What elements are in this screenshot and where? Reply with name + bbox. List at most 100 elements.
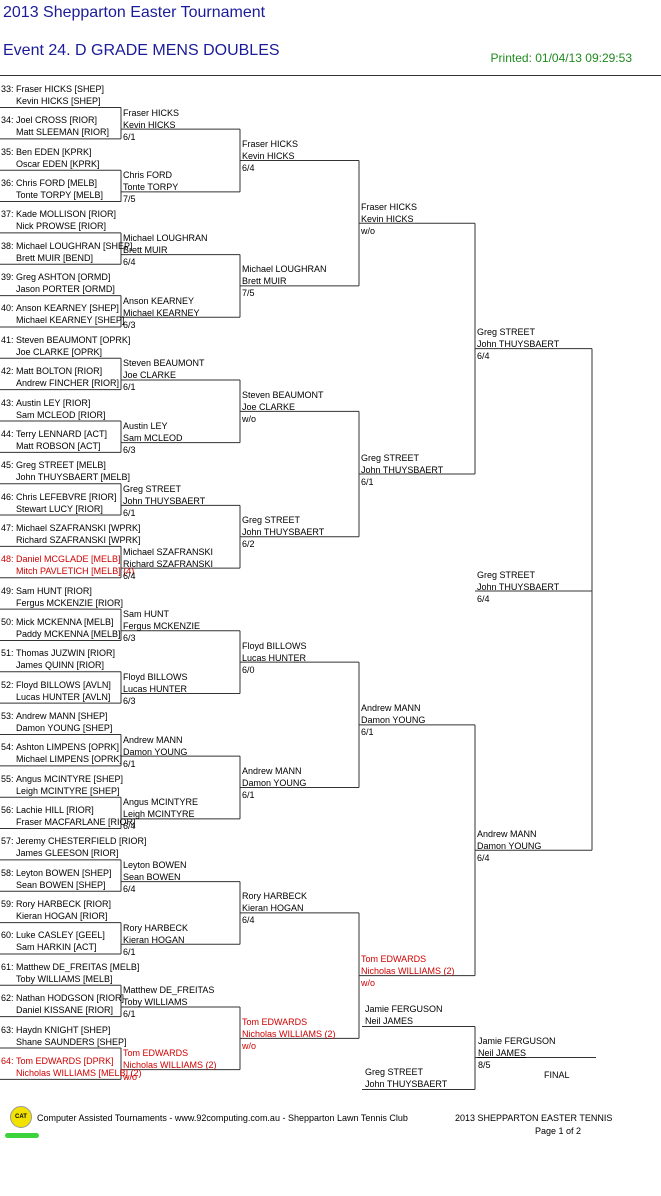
draw-position-number: 40: (1, 303, 14, 314)
player-name: Rory HARBECK [RIOR] (16, 899, 112, 910)
player-name: Andrew MANN (361, 703, 421, 714)
player-name: Michael KEARNEY [SHEP] (16, 315, 125, 326)
player-name: Nick PROWSE [RIOR] (16, 221, 107, 232)
player-name: Oscar EDEN [KPRK] (16, 158, 100, 169)
player-name: Greg STREET (365, 1067, 424, 1077)
match-score: 6/4 (123, 884, 136, 895)
player-name: Tonte TORPY (123, 182, 179, 193)
player-name: Steven BEAUMONT (123, 358, 205, 369)
match-score: 6/4 (477, 852, 490, 863)
footer-tournament: 2013 SHEPPARTON EASTER TENNIS (455, 1113, 613, 1123)
draw-position-number: 53: (1, 711, 14, 721)
draw-position-number: 56: (1, 805, 14, 816)
player-name: Daniel KISSANE [RIOR] (16, 1005, 114, 1016)
player-name: Anson KEARNEY [SHEP] (16, 303, 119, 314)
draw-position-number: 51: (1, 648, 14, 659)
player-name: Mitch PAVLETICH [MELB] (4) (16, 566, 135, 577)
draw-position-number: 43: (1, 397, 14, 408)
player-name: Floyd BILLOWS (242, 640, 307, 651)
tournament-title: 2013 Shepparton Easter Tournament (3, 4, 266, 21)
player-name: Kieran HOGAN [RIOR] (16, 911, 108, 922)
player-name: Andrew FINCHER [RIOR] (16, 378, 120, 389)
player-name: Nicholas WILLIAMS (2) (361, 966, 455, 977)
match-score: 7/5 (242, 288, 255, 299)
player-name: Brett MUIR (123, 245, 168, 256)
player-name: Michael LOUGHRAN [SHEP] (16, 240, 133, 251)
draw-position-number: 34: (1, 115, 14, 126)
player-name: Andrew MANN (477, 828, 537, 839)
match-score: 6/0 (242, 664, 255, 675)
player-name: James QUINN [RIOR] (16, 660, 105, 671)
player-name: Ashton LIMPENS [OPRK] (16, 742, 120, 753)
player-name: Austin LEY [RIOR] (16, 397, 91, 408)
draw-position-number: 50: (1, 616, 14, 627)
match-score: 6/4 (123, 257, 136, 268)
player-name: Matthew DE_FREITAS (123, 985, 215, 996)
player-name: Tom EDWARDS [DPRK] (16, 1055, 114, 1066)
player-name: Jason PORTER [ORMD] (16, 284, 115, 295)
player-name: John THUYSBAERT (477, 582, 560, 592)
draw-position-number: 60: (1, 930, 14, 941)
player-name: Sean BOWEN (123, 872, 181, 883)
player-name: Chris FORD (123, 170, 172, 181)
player-name: Sam HARKIN [ACT] (16, 942, 97, 953)
player-name: John THUYSBAERT (365, 1079, 448, 1089)
player-name: Richard SZAFRANSKI [WPRK] (16, 534, 141, 545)
cat-logo-icon: CAT (10, 1106, 32, 1128)
player-name: Joe CLARKE (242, 401, 296, 412)
player-name: Rory HARBECK (242, 891, 308, 902)
player-name: Fergus MCKENZIE [RIOR] (16, 597, 124, 608)
player-name: Brett MUIR (242, 276, 287, 287)
player-name: Leyton BOWEN (123, 860, 187, 871)
draw-position-number: 48: (1, 554, 14, 565)
match-score: w/o (361, 225, 376, 236)
match-score: 6/1 (123, 946, 136, 957)
player-name: Daniel MCGLADE [MELB] (16, 554, 121, 565)
header-divider (0, 75, 661, 76)
player-name: Kevin HICKS [SHEP] (16, 96, 101, 106)
player-name: Ben EDEN [KPRK] (16, 146, 92, 157)
match-score: w/o (123, 1072, 138, 1083)
player-name: Fraser HICKS (361, 201, 418, 212)
player-name: Neil JAMES (365, 1016, 414, 1026)
player-name: Angus MCINTYRE (123, 797, 199, 808)
player-name: Lucas HUNTER [AVLN] (16, 691, 111, 702)
player-name: Leigh MCINTYRE [SHEP] (16, 785, 120, 796)
player-name: Fraser HICKS (242, 139, 299, 150)
player-name: Angus MCINTYRE [SHEP] (16, 773, 124, 784)
player-name: John THUYSBAERT [MELB] (16, 472, 131, 483)
player-name: Nathan HODGSON [RIOR] (16, 993, 125, 1004)
player-name: Joe CLARKE (123, 370, 177, 381)
player-name: Thomas JUZWIN [RIOR] (16, 648, 116, 659)
player-name: Toby WILLIAMS [MELB] (16, 973, 113, 984)
player-name: Michael LOUGHRAN (123, 233, 208, 244)
player-name: Greg STREET (477, 570, 536, 580)
player-name: Sam HUNT [RIOR] (16, 585, 92, 596)
player-name: Chris FORD [MELB] (16, 178, 98, 189)
player-name: Kevin HICKS (123, 119, 176, 130)
player-name: Jamie FERGUSON (365, 1004, 443, 1014)
draw-position-number: 63: (1, 1024, 14, 1035)
footer-credit: Computer Assisted Tournaments - www.92co… (37, 1113, 408, 1123)
match-score: 6/1 (361, 476, 374, 487)
match-score: 6/1 (123, 1009, 136, 1020)
draw-position-number: 45: (1, 460, 14, 471)
draw-position-number: 46: (1, 491, 14, 502)
player-name: Jamie FERGUSON (478, 1036, 556, 1046)
player-name: Damon YOUNG (477, 840, 542, 851)
player-name: Nicholas WILLIAMS [MELB] (2) (16, 1067, 142, 1078)
match-score: 6/4 (477, 594, 490, 604)
match-score: 6/2 (242, 539, 255, 550)
player-name: Fraser HICKS [SHEP] (16, 84, 105, 94)
player-name: Lucas HUNTER (123, 683, 188, 694)
draw-position-number: 57: (1, 836, 14, 847)
draw-position-number: 44: (1, 428, 14, 439)
player-name: Michael SZAFRANSKI (123, 546, 214, 557)
player-name: Michael SZAFRANSKI [WPRK] (16, 522, 141, 533)
player-name: Haydn KNIGHT [SHEP] (16, 1024, 111, 1035)
printed-timestamp: Printed: 01/04/13 09:29:53 (490, 51, 632, 65)
player-name: Michael KEARNEY (123, 307, 200, 318)
match-score: 6/4 (242, 163, 255, 174)
